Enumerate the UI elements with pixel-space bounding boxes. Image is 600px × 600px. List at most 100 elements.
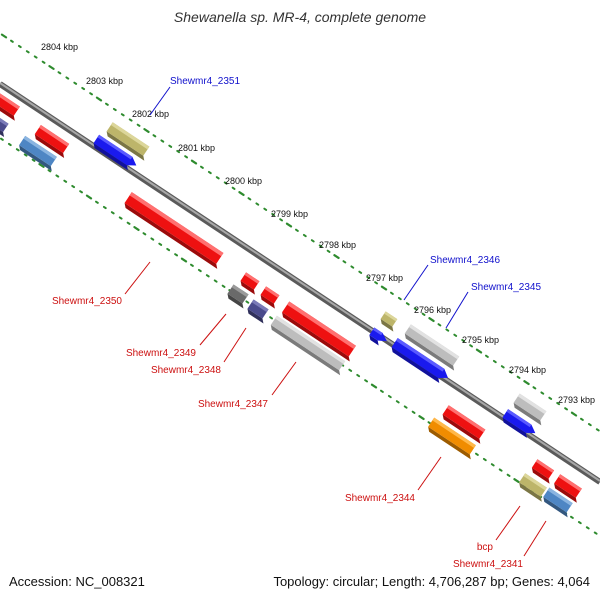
gene-feature-blue-small[interactable] bbox=[369, 327, 387, 346]
ruler-tick bbox=[389, 291, 394, 295]
ruler-tick bbox=[506, 473, 511, 477]
ruler-tick bbox=[215, 176, 220, 180]
ruler-tick bbox=[221, 284, 226, 288]
ruler-tick bbox=[548, 396, 553, 400]
ruler-tick bbox=[474, 452, 479, 456]
gene-feature-shewmr4-2341[interactable] bbox=[543, 487, 573, 518]
ruler-tick bbox=[564, 407, 568, 411]
ruler-tick bbox=[523, 380, 530, 386]
ruler-tick bbox=[593, 531, 598, 535]
ruler-tick bbox=[595, 428, 600, 432]
ruler-tick bbox=[318, 244, 323, 248]
gene-feature-olive[interactable] bbox=[106, 122, 150, 161]
ruler-tick bbox=[350, 265, 355, 269]
gene-feature-olive-small[interactable] bbox=[380, 311, 398, 332]
ruler-label: 2801 kbp bbox=[178, 143, 215, 153]
ruler-tick bbox=[484, 354, 489, 358]
gene-label-shewmr4-2341[interactable]: Shewmr4_2341 bbox=[453, 559, 523, 570]
gene-feature-shewmr4-2345[interactable] bbox=[391, 337, 448, 384]
ruler-label: 2796 kbp bbox=[414, 305, 451, 315]
ruler-tick bbox=[65, 76, 70, 80]
ruler-tick bbox=[85, 194, 93, 200]
gene-feature-shewmr4-2344[interactable] bbox=[428, 417, 476, 460]
ruler-label: 2800 kbp bbox=[225, 176, 262, 186]
ruler-tick bbox=[95, 96, 103, 102]
gene-feature-navy-left[interactable] bbox=[0, 116, 9, 138]
gene-label-shewmr4-2344[interactable]: Shewmr4_2344 bbox=[345, 493, 415, 504]
ruler-tick bbox=[302, 233, 307, 238]
ruler-tick bbox=[387, 394, 392, 399]
ruler-tick bbox=[231, 186, 236, 190]
gene-feature-red-2341[interactable] bbox=[554, 474, 582, 503]
gene-label-shewmr4-2345[interactable]: Shewmr4_2345 bbox=[471, 282, 541, 293]
gene-feature-shewmr4-2346[interactable] bbox=[404, 324, 460, 371]
gene-feature-shewmr4-2349-red[interactable] bbox=[240, 272, 260, 295]
ruler-tick bbox=[63, 179, 68, 183]
ruler-tick bbox=[294, 228, 299, 232]
gene-feature-red-2344[interactable] bbox=[442, 405, 486, 444]
gene-feature-shewmr4-2349-red2[interactable] bbox=[260, 286, 280, 309]
gene-label-shewmr4-2346[interactable]: Shewmr4_2346 bbox=[430, 255, 500, 266]
ruler-tick bbox=[245, 300, 250, 304]
ruler-tick bbox=[405, 302, 410, 306]
ruler-tick bbox=[342, 260, 347, 264]
gene-label-shewmr4-2348[interactable]: Shewmr4_2348 bbox=[151, 365, 221, 376]
ruler-tick bbox=[370, 383, 378, 389]
ruler-tick bbox=[333, 254, 340, 260]
ruler-tick bbox=[71, 184, 76, 189]
gene-feature-shewmr4-2349[interactable] bbox=[227, 284, 249, 309]
ruler-tick bbox=[197, 268, 202, 273]
ruler-tick bbox=[180, 257, 188, 263]
ruler-tick bbox=[0, 137, 4, 141]
ruler-tick bbox=[31, 158, 36, 162]
ruler-tick bbox=[23, 153, 28, 157]
ruler-tick bbox=[279, 218, 283, 222]
gene-feature-grey-right[interactable] bbox=[513, 393, 547, 426]
gene-label-shewmr4-2351[interactable]: Shewmr4_2351 bbox=[170, 76, 240, 87]
gene-feature-shewmr4-2351[interactable] bbox=[93, 134, 137, 171]
ruler-tick bbox=[570, 411, 578, 417]
gene-feature-steel-left[interactable] bbox=[19, 135, 57, 172]
ruler-tick bbox=[403, 405, 408, 409]
ruler-tick bbox=[184, 155, 188, 159]
ruler-tick bbox=[176, 149, 181, 154]
ruler-tick bbox=[166, 247, 171, 252]
ruler-tick bbox=[15, 148, 20, 152]
gene-feature-bcp[interactable] bbox=[519, 473, 547, 502]
ruler-tick bbox=[247, 197, 252, 201]
gene-feature-red-mid[interactable] bbox=[282, 301, 356, 362]
ruler-tick bbox=[47, 169, 52, 173]
ruler-tick bbox=[25, 50, 30, 54]
gene-feature-shewmr4-2347[interactable] bbox=[270, 315, 346, 376]
gene-feature-red-bcp[interactable] bbox=[531, 459, 555, 484]
ruler-tick bbox=[413, 307, 418, 311]
ruler-tick bbox=[73, 81, 78, 85]
ruler-label: 2797 kbp bbox=[366, 273, 403, 283]
gene-label-shewmr4-2349[interactable]: Shewmr4_2349 bbox=[126, 348, 196, 359]
ruler-tick bbox=[437, 323, 442, 327]
ruler-tick bbox=[508, 370, 513, 374]
ruler-label: 2803 kbp bbox=[86, 76, 123, 86]
ruler-tick bbox=[395, 400, 400, 404]
ruler-tick bbox=[205, 274, 210, 278]
gene-label-shewmr4-2350[interactable]: Shewmr4_2350 bbox=[52, 296, 122, 307]
ruler-tick bbox=[380, 285, 388, 291]
gene-feature-shewmr4-2348[interactable] bbox=[247, 299, 269, 324]
gene-feature-red[interactable] bbox=[0, 92, 20, 121]
ruler-tick bbox=[102, 205, 107, 210]
gene-feature-red-left[interactable] bbox=[34, 125, 70, 158]
ruler-tick bbox=[490, 463, 495, 467]
ruler-tick bbox=[81, 86, 86, 91]
ruler-tick bbox=[143, 128, 150, 134]
ruler-tick bbox=[366, 275, 371, 280]
gene-feature-shewmr4-2350[interactable] bbox=[124, 192, 224, 269]
ruler-tick bbox=[150, 237, 155, 241]
ruler-tick bbox=[207, 170, 212, 175]
ruler-label: 2799 kbp bbox=[271, 209, 308, 219]
gene-feature-blue-right[interactable] bbox=[502, 409, 536, 438]
ruler-tick bbox=[9, 39, 14, 43]
gene-label-bcp[interactable]: bcp bbox=[477, 542, 494, 553]
gene-label-shewmr4-2347[interactable]: Shewmr4_2347 bbox=[198, 399, 268, 410]
ruler-tick bbox=[379, 389, 384, 393]
